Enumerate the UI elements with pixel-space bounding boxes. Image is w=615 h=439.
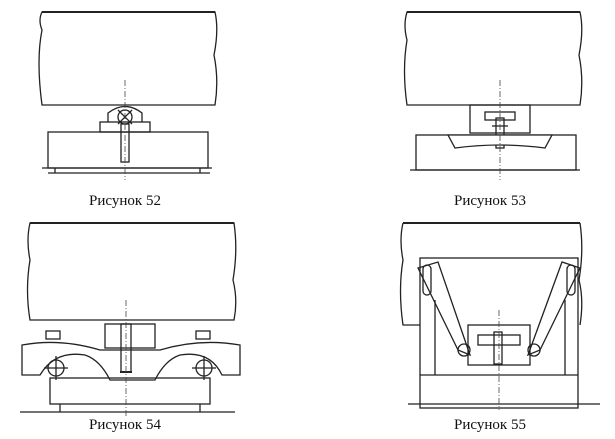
- figure-53-caption: Рисунок 53: [454, 193, 526, 209]
- figure-55-drawing: [399, 222, 600, 410]
- figure-52-drawing: [38, 11, 218, 180]
- figure-53-drawing: [403, 11, 583, 180]
- figure-54-drawing: [20, 222, 241, 416]
- figure-55-caption: Рисунок 55: [454, 417, 526, 433]
- figure-54-caption: Рисунок 54: [89, 417, 161, 433]
- figure-52-caption: Рисунок 52: [89, 193, 161, 209]
